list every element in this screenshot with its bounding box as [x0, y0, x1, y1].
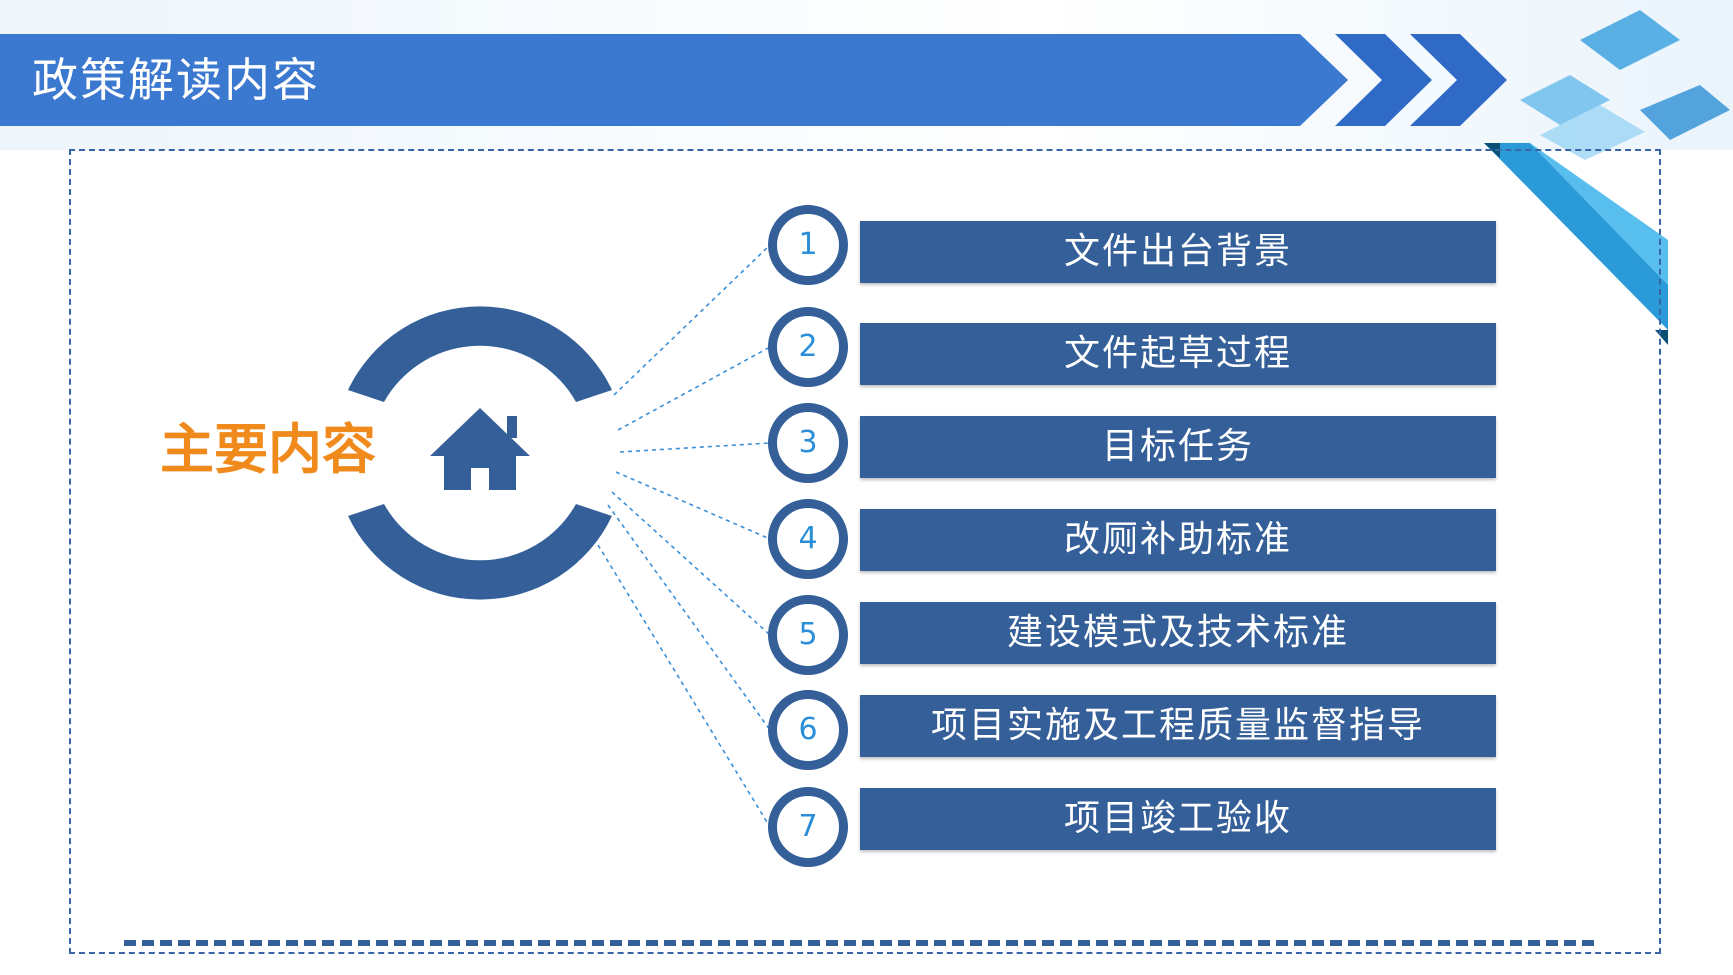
- connector-line: [615, 471, 771, 540]
- item-label-bar: 项目竣工验收: [860, 788, 1496, 850]
- connector-line: [611, 491, 771, 636]
- item-label-bar: 文件出台背景: [860, 221, 1496, 283]
- house-icon: [430, 408, 530, 490]
- item-label-bar: 文件起草过程: [860, 323, 1496, 385]
- connector-line: [607, 504, 771, 731]
- item-number-circle: 3: [768, 403, 848, 483]
- center-title: 主要内容: [160, 418, 376, 481]
- hub-ring: [348, 306, 612, 600]
- page-title: 政策解读内容: [32, 53, 320, 107]
- bottom-divider: [124, 940, 1594, 946]
- content-frame: [69, 149, 1661, 954]
- item-number-circle: 7: [768, 787, 848, 867]
- corner-ribbon: [1484, 143, 1668, 345]
- connector-line: [619, 442, 771, 453]
- connector-line: [617, 346, 771, 431]
- item-label-bar: 项目实施及工程质量监督指导: [860, 695, 1496, 757]
- item-number-circle: 2: [768, 307, 848, 387]
- hub-ring-top-arc: [348, 306, 612, 402]
- hub-ring-bottom-arc: [348, 504, 612, 600]
- chevron-icon: [1410, 34, 1507, 126]
- item-label-bar: 建设模式及技术标准: [860, 602, 1496, 664]
- decorative-squares: [1520, 10, 1730, 160]
- item-number-circle: 4: [768, 499, 848, 579]
- item-label-bar: 目标任务: [860, 416, 1496, 478]
- chevron-icon: [1335, 34, 1432, 126]
- item-label-bar: 改厕补助标准: [860, 509, 1496, 571]
- connector-line: [597, 544, 771, 828]
- connector-lines: [597, 244, 771, 828]
- header-bar-shape: [0, 34, 1507, 126]
- item-number-circle: 5: [768, 595, 848, 675]
- item-number-circle: 6: [768, 690, 848, 770]
- item-number-circle: 1: [768, 205, 848, 285]
